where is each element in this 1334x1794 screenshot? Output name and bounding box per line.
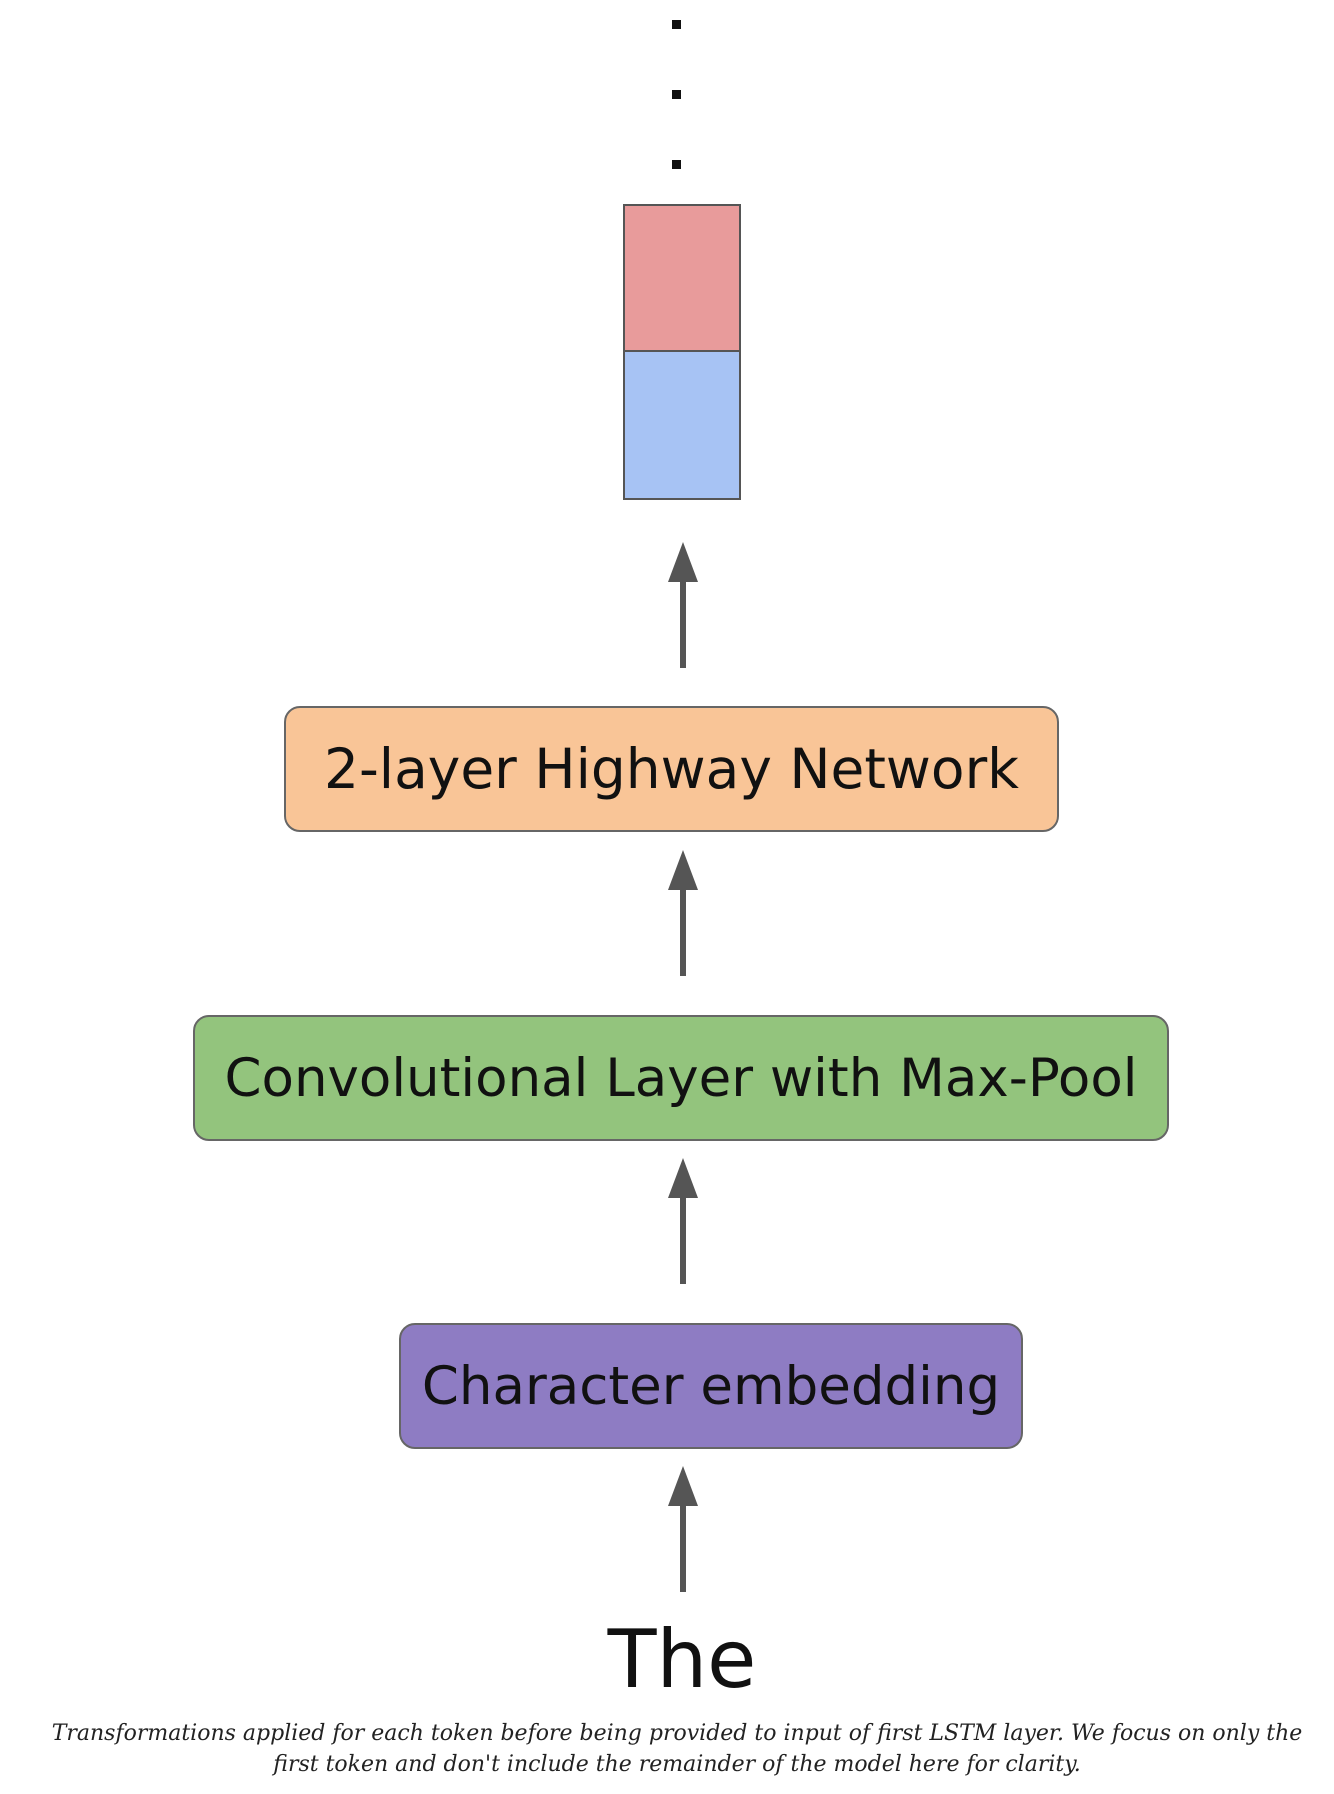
convolutional-layer-box: Convolutional Layer with Max-Pool (193, 1015, 1169, 1141)
embedding-vector-bottom-segment (623, 350, 741, 500)
highway-network-label: 2-layer Highway Network (323, 737, 1020, 801)
ellipsis-dot (672, 160, 681, 169)
arrow-up-icon (668, 542, 698, 668)
character-embedding-box: Character embedding (399, 1323, 1023, 1449)
embedding-vector-top-segment (623, 204, 741, 352)
convolutional-layer-label: Convolutional Layer with Max-Pool (224, 1047, 1138, 1109)
highway-network-box: 2-layer Highway Network (284, 706, 1059, 832)
ellipsis-dot (672, 20, 681, 29)
arrow-up-icon (668, 850, 698, 976)
character-embedding-label: Character embedding (421, 1355, 1001, 1417)
figure-caption: Transformations applied for each token b… (51, 1721, 1303, 1777)
arrow-up-icon (668, 1158, 698, 1284)
arrow-up-icon (668, 1466, 698, 1592)
ellipsis-dot (672, 90, 681, 99)
input-token: The (607, 1613, 757, 1706)
